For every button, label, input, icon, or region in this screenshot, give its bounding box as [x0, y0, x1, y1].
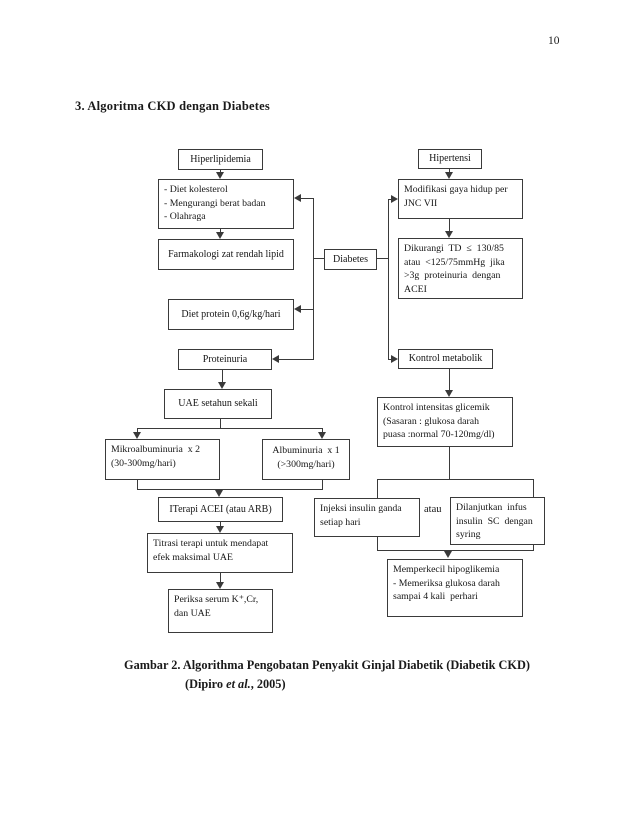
merge-horizontal-insulin	[377, 550, 534, 551]
arrow-down-into-periksa	[216, 582, 224, 589]
line-modifikasi-dikurangi	[449, 219, 450, 232]
trunk-right-vertical	[388, 199, 389, 360]
line-diabetes-left	[313, 258, 324, 259]
drop-into-dilanjutkan	[533, 479, 534, 497]
atau-label: atau	[424, 504, 442, 515]
figure-caption: Gambar 2. Algorithma Pengobatan Penyakit…	[124, 656, 554, 694]
arrow-down-into-modifikasi	[445, 172, 453, 179]
flow-box-memperkecil: Memperkecil hipoglikemia - Memeriksa glu…	[387, 559, 523, 617]
flow-box-periksa-serum: Periksa serum K⁺,Cr, dan UAE	[168, 589, 273, 633]
flow-box-diet-protein: Diet protein 0,6g/kg/hari	[168, 299, 294, 330]
arrow-down-into-farmakologi	[216, 232, 224, 239]
flow-box-uae: UAE setahun sekali	[164, 389, 272, 419]
flow-box-hiperlipidemia: Hiperlipidemia	[178, 149, 263, 170]
arrow-left-into-proteinuria	[272, 355, 279, 363]
line-albu-merge	[322, 480, 323, 490]
arrow-down-into-uae	[218, 382, 226, 389]
stub-to-diet-protein	[301, 309, 313, 310]
arrow-right-into-modifikasi	[391, 195, 398, 203]
arrow-down-into-terapi	[215, 490, 223, 497]
arrow-down-into-diet	[216, 172, 224, 179]
arrow-right-into-kontrol-metabolik	[391, 355, 398, 363]
line-terapi-titrasi	[220, 522, 221, 527]
split-horizontal-insulin	[377, 479, 534, 480]
flow-box-dikurangi-td: Dikurangi TD ≤ 130/85 atau <125/75mmHg j…	[398, 238, 523, 299]
line-proteinuria-uae	[222, 370, 223, 382]
flow-box-kontrol-metabolik: Kontrol metabolik	[398, 349, 493, 369]
flow-box-titrasi: Titrasi terapi untuk mendapat efek maksi…	[147, 533, 293, 573]
flow-box-hipertensi: Hipertensi	[418, 149, 482, 169]
flow-box-dilanjutkan-infus: Dilanjutkan infus insulin SC dengan syri…	[450, 497, 545, 545]
drop-into-injeksi	[377, 479, 378, 498]
line-diabetes-right	[377, 258, 388, 259]
flow-box-injeksi-insulin: Injeksi insulin ganda setiap hari	[314, 498, 420, 537]
arrow-left-into-diet	[294, 194, 301, 202]
flow-box-kontrol-intensitas: Kontrol intensitas glicemik (Sasaran : g…	[377, 397, 513, 447]
figure-caption-line2: (Dipiro et al., 2005)	[185, 675, 554, 694]
arrow-down-into-titrasi	[216, 526, 224, 533]
flow-box-modifikasi: Modifikasi gaya hidup per JNC VII	[398, 179, 523, 219]
flow-box-albuminuria: Albuminuria x 1 (>300mg/hari)	[262, 439, 350, 480]
line-diet-farmakologi	[220, 229, 221, 233]
section-heading: 3. Algoritma CKD dengan Diabetes	[75, 99, 270, 113]
stub-to-diet-box	[301, 198, 313, 199]
arrow-down-into-intensitas	[445, 390, 453, 397]
line-dilanjutkan-merge	[533, 545, 534, 551]
arrow-down-into-albu	[318, 432, 326, 439]
stub-to-modifikasi	[388, 199, 392, 200]
flow-box-terapi-acei: ITerapi ACEI (atau ARB)	[158, 497, 283, 522]
flow-box-mikroalbuminuria: Mikroalbuminuria x 2 (30-300mg/hari)	[105, 439, 220, 480]
stub-to-kontrol-metabolik	[388, 359, 392, 360]
line-intensitas-split	[449, 447, 450, 480]
flow-box-diabetes: Diabetes	[324, 249, 377, 270]
figure-caption-line1: Gambar 2. Algorithma Pengobatan Penyakit…	[124, 658, 530, 672]
flow-box-proteinuria: Proteinuria	[178, 349, 272, 370]
line-uae-split	[220, 419, 221, 429]
caption-source-prefix: (Dipiro	[185, 677, 227, 692]
arrow-left-into-diet-protein	[294, 305, 301, 313]
split-horizontal-uae	[137, 428, 323, 429]
stub-down-albu	[322, 428, 323, 433]
arrow-down-into-mikro	[133, 432, 141, 439]
line-hiperlipidemia-diet	[220, 169, 221, 173]
flow-box-farmakologi: Farmakologi zat rendah lipid	[158, 239, 294, 270]
caption-source-suffix: , 2005)	[250, 677, 286, 692]
line-mikro-merge	[137, 480, 138, 490]
flow-box-diet-kolesterol: - Diet kolesterol - Mengurangi berat bad…	[158, 179, 294, 229]
line-injeksi-merge	[377, 537, 378, 551]
merge-horizontal-albu	[137, 489, 323, 490]
trunk-left-vertical	[313, 198, 314, 360]
line-metabolik-intensitas	[449, 369, 450, 391]
stub-to-proteinuria	[279, 359, 313, 360]
page-number: 10	[548, 35, 560, 47]
arrow-down-into-dikurangi	[445, 231, 453, 238]
stub-down-mikro	[137, 428, 138, 433]
line-hipertensi-modifikasi	[449, 169, 450, 173]
arrow-down-into-memperkecil	[444, 551, 452, 558]
caption-et-al: et al.	[226, 677, 251, 692]
line-titrasi-periksa	[220, 573, 221, 583]
